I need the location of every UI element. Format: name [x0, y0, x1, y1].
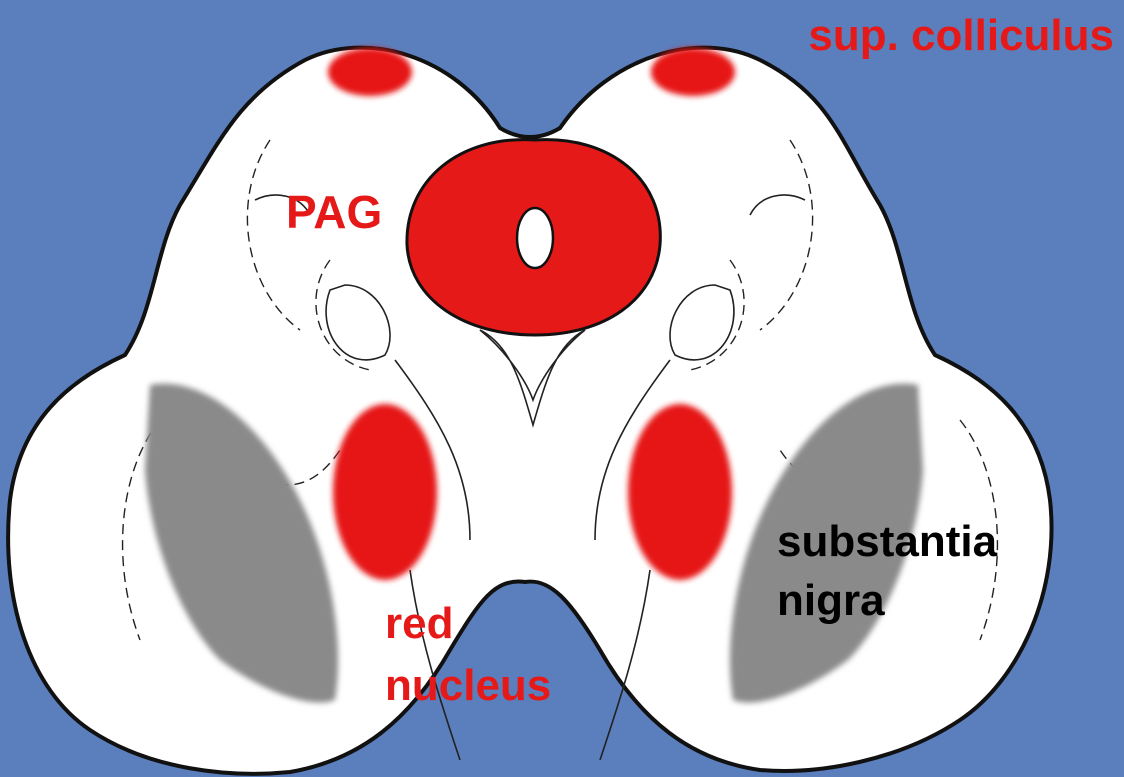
red-nucleus-right — [628, 404, 732, 580]
sup-colliculus-right — [651, 48, 735, 96]
sup-colliculus-left — [328, 48, 412, 96]
label-substantia-line2: nigra — [777, 576, 885, 625]
label-red-nucleus-line2: nucleus — [385, 661, 551, 710]
label-sup-colliculus: sup. colliculus — [808, 11, 1114, 60]
label-substantia-line1: substantia — [777, 517, 998, 566]
label-pag: PAG — [286, 186, 382, 238]
red-nucleus-left — [333, 404, 437, 580]
label-red-nucleus-line1: red — [385, 599, 453, 648]
cerebral-aqueduct — [517, 208, 553, 268]
